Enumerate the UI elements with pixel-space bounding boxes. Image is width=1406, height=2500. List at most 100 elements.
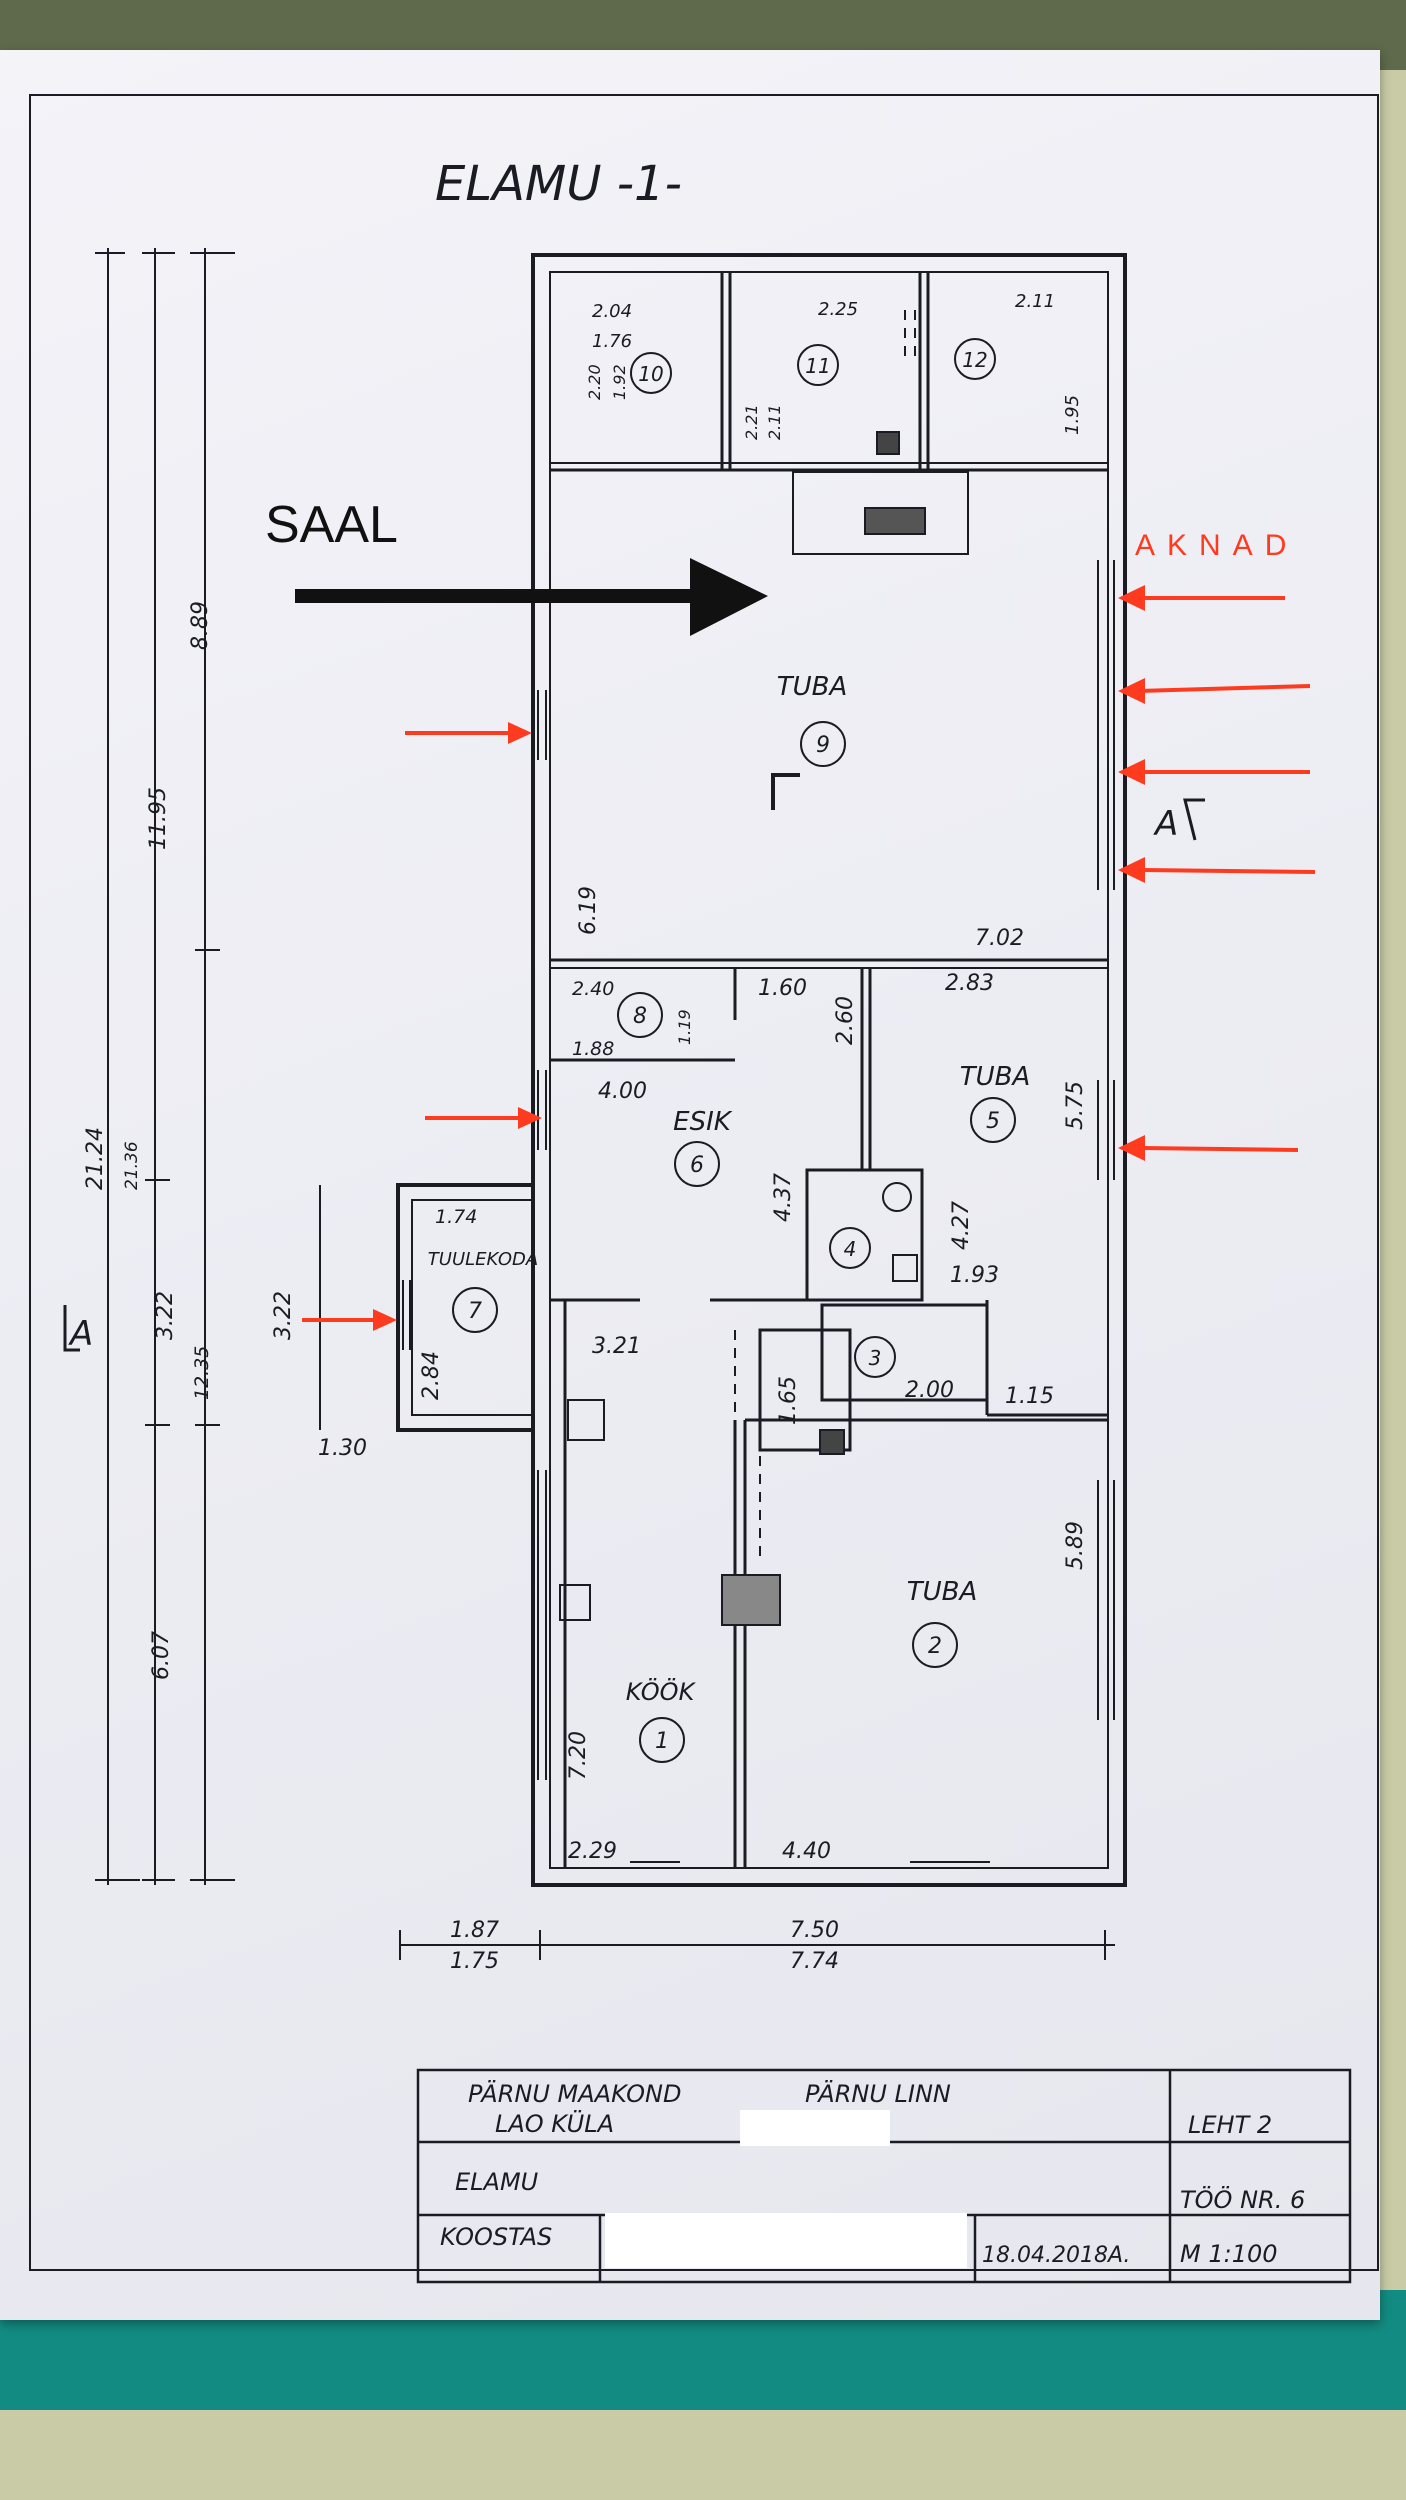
dim-12-35: 12.35 [191, 1346, 213, 1400]
saal-label: SAAL [265, 496, 398, 554]
room-name-7: TUULEKODA [428, 1249, 538, 1270]
dim-21-36: 21.36 [122, 1141, 142, 1190]
dim-2-20: 2.20 [585, 364, 604, 400]
sink-kitchen [567, 1399, 605, 1441]
dim-room12-2-11: 2.11 [1015, 291, 1055, 312]
dim-7-50: 7.50 [790, 1918, 839, 1943]
room-number-1: 1 [655, 1729, 669, 1754]
dim-4-00: 4.00 [598, 1079, 647, 1104]
dim-1-30: 1.30 [318, 1436, 367, 1461]
room-number-12: 12 [962, 348, 987, 372]
room-number-9: 9 [816, 733, 830, 758]
exterior-walls [396, 253, 1127, 1887]
dashed-openings [734, 310, 916, 1560]
dim-2-25: 2.25 [818, 299, 858, 320]
dim-1-87: 1.87 [450, 1918, 499, 1943]
dim-1-75: 1.75 [450, 1949, 499, 1974]
room-name-1: KÖÖK [626, 1677, 697, 1706]
title-job: TÖÖ NR. 6 [1180, 2185, 1305, 2214]
drawing-title: ELAMU -1- [435, 156, 682, 212]
dim-2-21: 2.21 [742, 404, 761, 440]
fixtures [559, 431, 969, 1626]
window-arrows [302, 585, 1316, 1331]
dim-2-29: 2.29 [568, 1839, 617, 1864]
dim-4-27: 4.27 [949, 1201, 974, 1250]
dim-1-95: 1.95 [1062, 395, 1083, 435]
corner-mark [771, 773, 800, 810]
title-street: LAO KÜLA [495, 2109, 614, 2138]
section-markers [63, 798, 1205, 1352]
title-author-label: KOOSTAS [440, 2223, 552, 2251]
room-number-6: 6 [690, 1153, 704, 1178]
chimney-top [876, 431, 900, 455]
dim-1-60: 1.60 [758, 976, 807, 1001]
dim-6-07: 6.07 [149, 1631, 174, 1680]
dim-7-20: 7.20 [566, 1731, 591, 1780]
dim-4-40: 4.40 [782, 1839, 831, 1864]
title-block-text: PÄRNU MAAKOND PÄRNU LINN LAO KÜLA LEHT 2… [440, 2079, 1305, 2268]
dim-7-02: 7.02 [975, 926, 1024, 951]
dim-7-74: 7.74 [790, 1949, 839, 1974]
room-number-3: 3 [869, 1346, 882, 1370]
dim-1-76: 1.76 [592, 331, 632, 352]
title-city: PÄRNU LINN [805, 2079, 951, 2108]
dim-1-93: 1.93 [950, 1263, 999, 1288]
room-name-2: TUBA [907, 1577, 978, 1607]
room-name-6: ESIK [673, 1107, 733, 1137]
section-a-right: A [1153, 804, 1178, 844]
dim-1-88: 1.88 [572, 1038, 614, 1060]
washbasin [892, 1254, 918, 1282]
dim-2-40: 2.40 [572, 978, 614, 1000]
dim-2-83: 2.83 [945, 971, 994, 996]
dim-1-19: 1.19 [675, 1009, 694, 1045]
dim-2-11: 2.11 [765, 404, 784, 440]
dim-1-65: 1.65 [776, 1376, 801, 1425]
windows [402, 560, 1115, 1863]
dim-11-95: 11.95 [146, 787, 171, 850]
dim-1-74: 1.74 [435, 1206, 477, 1228]
title-date: 18.04.2018A. [982, 2243, 1130, 2268]
stove [721, 1574, 781, 1626]
aknad-label: AKNAD [1135, 529, 1298, 562]
room-number-5: 5 [986, 1109, 1000, 1134]
dim-4-37: 4.37 [771, 1173, 796, 1222]
room-number-2: 2 [928, 1634, 942, 1659]
dim-2-84: 2.84 [419, 1351, 444, 1400]
room-name-5: TUBA [960, 1062, 1031, 1092]
dim-2-00: 2.00 [905, 1378, 954, 1403]
room-number-10: 10 [638, 362, 663, 386]
dim-21-24: 21.24 [83, 1127, 108, 1190]
chimney-mid [819, 1429, 845, 1455]
dim-tuulekoda-side: 3.22 [271, 1291, 296, 1340]
sheet-border [29, 94, 1379, 2271]
appliance-kitchen [559, 1584, 591, 1621]
fireplace-top [792, 471, 969, 555]
dim-1-15: 1.15 [1005, 1384, 1054, 1409]
dim-5-89: 5.89 [1063, 1521, 1088, 1570]
dim-3-21: 3.21 [592, 1334, 641, 1359]
title-building: ELAMU [455, 2168, 539, 2196]
dim-2-04: 2.04 [592, 301, 632, 322]
dimension-texts: 21.24 21.36 12.35 11.95 8.89 3.22 6.07 3… [83, 291, 1088, 1974]
dim-1-92: 1.92 [610, 364, 629, 400]
overall-dimension-lines [95, 248, 1115, 1960]
dim-3-22: 3.22 [153, 1291, 178, 1340]
dim-6-19: 6.19 [576, 886, 601, 935]
room-name-9: TUBA [777, 672, 848, 702]
toilet [882, 1182, 912, 1212]
room-labels: 10 11 12 TUBA 9 8 ESIK 6 TUBA 5 4 3 TUUL… [428, 338, 1031, 1763]
saal-arrow [295, 558, 768, 636]
redacted-author [605, 2213, 967, 2268]
room-number-8: 8 [633, 1004, 647, 1029]
title-county: PÄRNU MAAKOND [468, 2079, 681, 2108]
dim-8-89: 8.89 [188, 601, 213, 650]
dim-5-75: 5.75 [1063, 1081, 1088, 1130]
title-sheet: LEHT 2 [1188, 2111, 1272, 2139]
redacted-address [740, 2110, 890, 2146]
dim-2-60: 2.60 [833, 996, 858, 1045]
section-a-left: A [68, 1314, 93, 1354]
room-number-11: 11 [805, 354, 830, 378]
room-number-4: 4 [844, 1237, 857, 1261]
title-scale: M 1:100 [1180, 2240, 1278, 2268]
